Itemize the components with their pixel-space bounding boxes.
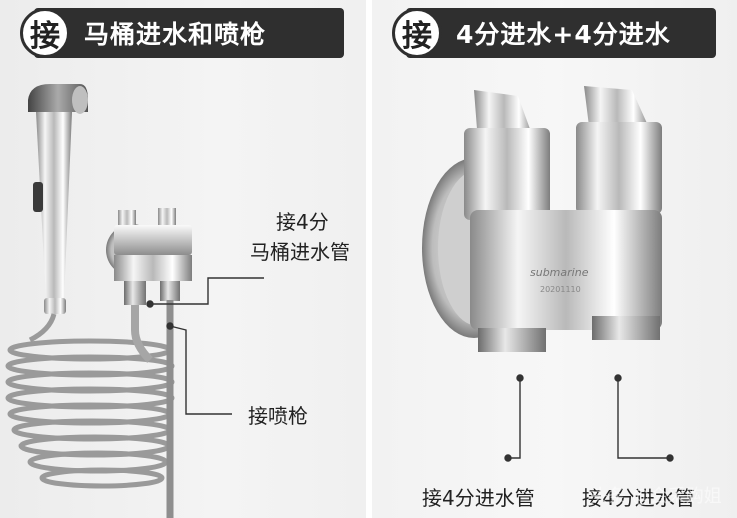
callout-inlet-right: 接4分进水管 xyxy=(582,486,695,510)
watermark: 头条 @会采购姐 xyxy=(590,486,722,507)
callout-inlet-left: 接4分进水管 xyxy=(422,486,535,510)
panel-divider xyxy=(366,0,372,518)
small-angle-valve xyxy=(106,208,192,518)
brand-mark: submarine xyxy=(530,266,589,279)
callout-toilet-line-2: 马桶进水管 xyxy=(250,240,350,264)
banner-toilet-and-spray: 接 马桶进水和喷枪 xyxy=(20,8,344,58)
callout-toilet-line-1: 接4分 xyxy=(276,210,329,234)
double-angle-valve xyxy=(422,86,662,352)
banner-title-left: 马桶进水和喷枪 xyxy=(84,20,267,49)
coiled-hose xyxy=(5,313,175,489)
callout-spray-gun: 接喷枪 xyxy=(248,404,308,428)
model-code: 20201110 xyxy=(540,285,581,294)
badge-connect: 接 xyxy=(392,8,442,58)
badge-connect: 接 xyxy=(20,8,70,58)
spray-gun xyxy=(28,84,88,314)
leader-lines xyxy=(146,277,674,462)
banner-dual-inlet: 接 4分进水+4分进水 xyxy=(392,8,716,58)
banner-title-right: 4分进水+4分进水 xyxy=(456,20,671,49)
